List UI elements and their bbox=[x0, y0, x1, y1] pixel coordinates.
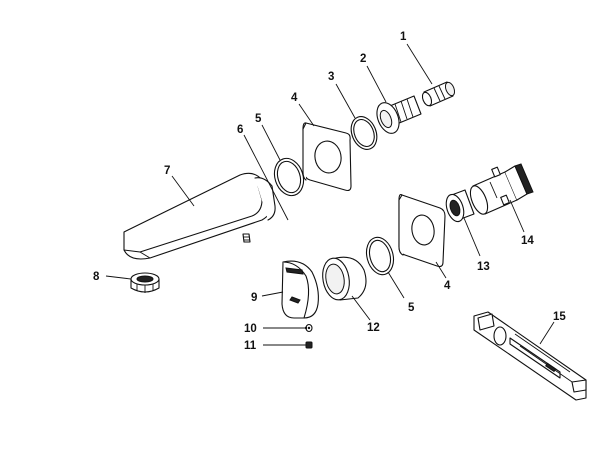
part-8-aerator bbox=[130, 272, 160, 293]
part-labels: 1 2 3 4 4 5 5 6 7 8 9 10 11 12 13 14 15 bbox=[93, 31, 566, 352]
label-5-upper: 5 bbox=[255, 113, 262, 125]
part-13-locking-nut bbox=[445, 189, 475, 223]
label-11: 11 bbox=[244, 340, 257, 352]
part-1-threaded-insert bbox=[421, 81, 456, 107]
label-4-upper: 4 bbox=[291, 92, 298, 104]
leader-5b bbox=[387, 271, 405, 299]
leader-4a bbox=[298, 103, 315, 127]
label-9: 9 bbox=[251, 292, 257, 304]
part-9-lever-handle bbox=[281, 260, 319, 319]
part-7-spout bbox=[123, 172, 276, 260]
label-5-lower: 5 bbox=[408, 302, 415, 314]
label-15: 15 bbox=[553, 311, 566, 323]
leader-10-dot bbox=[304, 326, 308, 330]
label-7: 7 bbox=[164, 165, 170, 177]
leader-8 bbox=[105, 275, 132, 280]
label-12: 12 bbox=[367, 322, 380, 334]
label-6: 6 bbox=[237, 124, 243, 136]
part-6-grub-screw bbox=[242, 233, 251, 243]
label-10: 10 bbox=[244, 323, 257, 335]
leader-15 bbox=[539, 321, 555, 345]
part-12-sleeve bbox=[322, 256, 367, 301]
part-3-o-ring bbox=[350, 116, 378, 150]
leader-7 bbox=[171, 175, 195, 207]
label-1: 1 bbox=[400, 31, 407, 43]
part-14-cartridge bbox=[469, 163, 534, 215]
part-4-cover-plate-lower bbox=[398, 194, 446, 268]
label-2: 2 bbox=[360, 53, 366, 65]
part-11-grub-screw bbox=[305, 341, 313, 349]
part-4-cover-plate-upper bbox=[302, 122, 352, 192]
part-2-valve-stem bbox=[376, 95, 422, 134]
leader-12 bbox=[351, 295, 371, 321]
label-3: 3 bbox=[328, 71, 334, 83]
label-8: 8 bbox=[93, 271, 100, 283]
label-13: 13 bbox=[477, 261, 490, 273]
leader-6 bbox=[243, 134, 289, 221]
part-5-seal-ring-upper bbox=[273, 157, 305, 197]
leader-9 bbox=[261, 291, 284, 297]
leader-3 bbox=[335, 83, 356, 119]
leader-1 bbox=[406, 43, 433, 85]
leader-5a bbox=[261, 124, 281, 161]
part-5-seal-ring-lower bbox=[365, 236, 395, 276]
leader-4b bbox=[435, 261, 447, 279]
leader-lines bbox=[105, 43, 555, 346]
label-14: 14 bbox=[521, 235, 534, 247]
label-4-lower: 4 bbox=[444, 280, 451, 292]
leader-13 bbox=[463, 217, 481, 257]
leader-14 bbox=[509, 199, 525, 233]
leader-2 bbox=[366, 65, 387, 103]
part-15-mounting-template bbox=[473, 311, 587, 401]
